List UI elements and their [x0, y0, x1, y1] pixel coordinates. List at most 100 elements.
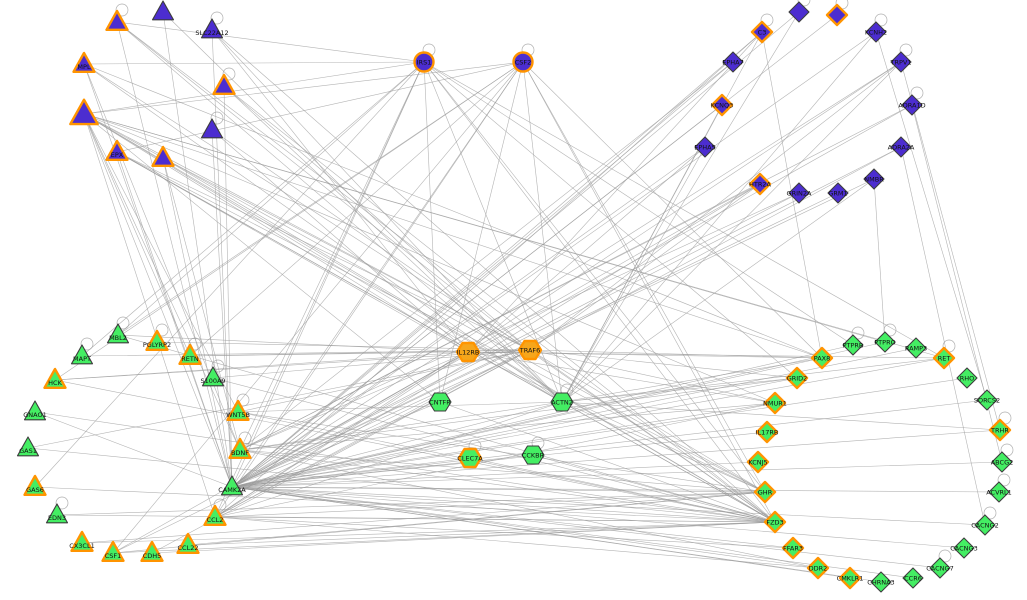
graph-node-WNT5B[interactable] — [226, 399, 250, 421]
graph-node-CACNG3[interactable] — [953, 537, 975, 559]
graph-node-PD3[interactable] — [825, 3, 849, 27]
graph-node-PT5[interactable] — [212, 73, 236, 96]
graph-node-MAPT[interactable] — [70, 344, 94, 365]
graph-node-CHRNA3[interactable] — [870, 571, 892, 593]
graph-node-KCNQ3[interactable] — [710, 93, 734, 117]
graph-node-CACNG2[interactable] — [974, 514, 996, 536]
graph-node-ADRA1D[interactable] — [901, 94, 923, 116]
edge-IRS1-GAS6 — [34, 61, 425, 488]
graph-node-GHR[interactable] — [753, 480, 777, 504]
edge-CAMK2A-TRHR — [231, 429, 1001, 488]
graph-node-NMBR[interactable] — [863, 168, 885, 190]
edge-KCNH2-SORCS2 — [875, 31, 988, 401]
edge-TRAF6-GAS1 — [27, 349, 531, 449]
graph-node-MPL[interactable] — [72, 51, 96, 74]
edge-FZD3-WNT5B — [237, 411, 776, 523]
selfloop-CCL2 — [213, 498, 227, 512]
graph-node-DDR2[interactable] — [806, 556, 830, 580]
graph-node-GRIN2A[interactable] — [788, 182, 810, 204]
edge-IRS1-MAPT — [81, 61, 425, 357]
graph-node-CLEC7A[interactable] — [457, 447, 483, 469]
edge-ACTN2-RET — [561, 357, 945, 403]
graph-node-PD2[interactable] — [788, 1, 810, 23]
graph-node-PTPRO[interactable] — [874, 331, 896, 353]
graph-node-EPX[interactable] — [105, 139, 129, 162]
graph-node-CCKBR[interactable] — [521, 445, 545, 465]
graph-node-IL12RB[interactable] — [455, 341, 481, 363]
graph-node-CCL2[interactable] — [203, 504, 227, 526]
graph-node-SLC22A12[interactable] — [200, 18, 224, 39]
graph-node-EPHA5[interactable] — [694, 136, 716, 158]
edge-IL12RB-MBL2 — [117, 334, 469, 353]
graph-node-TRHR[interactable] — [988, 418, 1012, 442]
edge-IL12RB-GHR — [467, 351, 766, 493]
graph-node-TRAF6[interactable] — [517, 339, 543, 361]
graph-node-PT6[interactable] — [69, 98, 99, 126]
graph-node-FZD3[interactable] — [763, 510, 787, 534]
graph-node-CSF2[interactable] — [512, 51, 534, 73]
edge-FZD3-GAS1 — [27, 447, 776, 523]
edge-SLC22A12-FZD3 — [211, 29, 776, 523]
graph-node-S100A9[interactable] — [201, 366, 225, 387]
graph-node-FFAR3[interactable] — [781, 536, 805, 560]
graph-node-KCNH2[interactable] — [865, 21, 887, 43]
graph-node-GAS1[interactable] — [16, 436, 40, 457]
graph-node-CMKLR1[interactable] — [838, 566, 862, 590]
graph-node-GAS6[interactable] — [23, 474, 47, 496]
edge-GHR-CCL22 — [187, 491, 766, 546]
edge-PT9-TRAF6 — [162, 157, 531, 351]
graph-node-CCL22[interactable] — [176, 532, 200, 554]
graph-node-CACNG7[interactable] — [929, 557, 951, 579]
graph-node-PT7[interactable] — [200, 118, 224, 139]
graph-node-CDH5[interactable] — [140, 540, 164, 562]
graph-node-C3[interactable] — [750, 20, 774, 44]
graph-node-RHO[interactable] — [956, 367, 978, 389]
graph-node-CX3CL1[interactable] — [70, 530, 94, 552]
graph-node-IL17RB[interactable] — [755, 420, 779, 444]
edge-NMBR-PTPRO — [873, 178, 886, 343]
edge-PT2-CAMK2A — [162, 11, 233, 488]
graph-node-HCK[interactable] — [43, 367, 67, 389]
graph-node-EPHA7[interactable] — [722, 51, 744, 73]
graph-node-GNAO1[interactable] — [23, 400, 47, 421]
selfloop-MBL2 — [116, 316, 130, 330]
graph-node-PAX8[interactable] — [810, 346, 834, 370]
graph-node-GRM1[interactable] — [827, 182, 849, 204]
edge-PT6-PAX8 — [83, 113, 823, 359]
selfloop-ABCG2 — [1000, 443, 1014, 457]
graph-node-PT2[interactable] — [151, 0, 175, 21]
graph-node-RET[interactable] — [932, 346, 956, 370]
graph-node-ADRA2A[interactable] — [890, 136, 912, 158]
edge-PT6-FZD3 — [83, 113, 776, 523]
edge-SLC22A12-CAMK2A — [211, 29, 233, 488]
graph-node-ABCG2[interactable] — [991, 451, 1013, 473]
graph-node-RETN[interactable] — [178, 343, 202, 365]
edge-TRPV1-ACTN2 — [561, 61, 902, 403]
graph-node-PTPRB[interactable] — [842, 334, 864, 356]
graph-node-PGLYRP2[interactable] — [145, 329, 169, 351]
graph-node-HTR2A[interactable] — [748, 172, 772, 196]
graph-node-RAMP3[interactable] — [905, 337, 927, 359]
graph-node-CNTFR[interactable] — [428, 392, 452, 412]
edge-IL12RB-CSF1 — [112, 351, 469, 554]
graph-node-CCR6[interactable] — [902, 567, 924, 589]
graph-node-BDNF[interactable] — [228, 437, 252, 459]
graph-node-TRPV1[interactable] — [890, 51, 912, 73]
graph-node-PT9[interactable] — [151, 145, 175, 168]
graph-node-PT1[interactable] — [105, 9, 129, 31]
edge-CSF2-RETN — [189, 61, 524, 357]
graph-node-KCNJ5[interactable] — [746, 450, 770, 474]
graph-node-ACVRL1[interactable] — [988, 481, 1010, 503]
graph-node-ACTN2[interactable] — [550, 392, 574, 412]
graph-node-SORCS2[interactable] — [976, 389, 998, 411]
edge-CSF2-ACTN2 — [522, 61, 563, 403]
graph-node-NMUR1[interactable] — [763, 391, 787, 415]
graph-node-EDN3[interactable] — [45, 503, 69, 524]
graph-node-CAMK2A[interactable] — [220, 475, 244, 496]
graph-node-MBL2[interactable] — [106, 323, 130, 344]
graph-node-CSF1[interactable] — [101, 540, 125, 562]
graph-node-IRS1[interactable] — [413, 51, 435, 73]
graph-node-GRID2[interactable] — [785, 366, 809, 390]
selfloop-SLC22A12 — [210, 11, 224, 25]
